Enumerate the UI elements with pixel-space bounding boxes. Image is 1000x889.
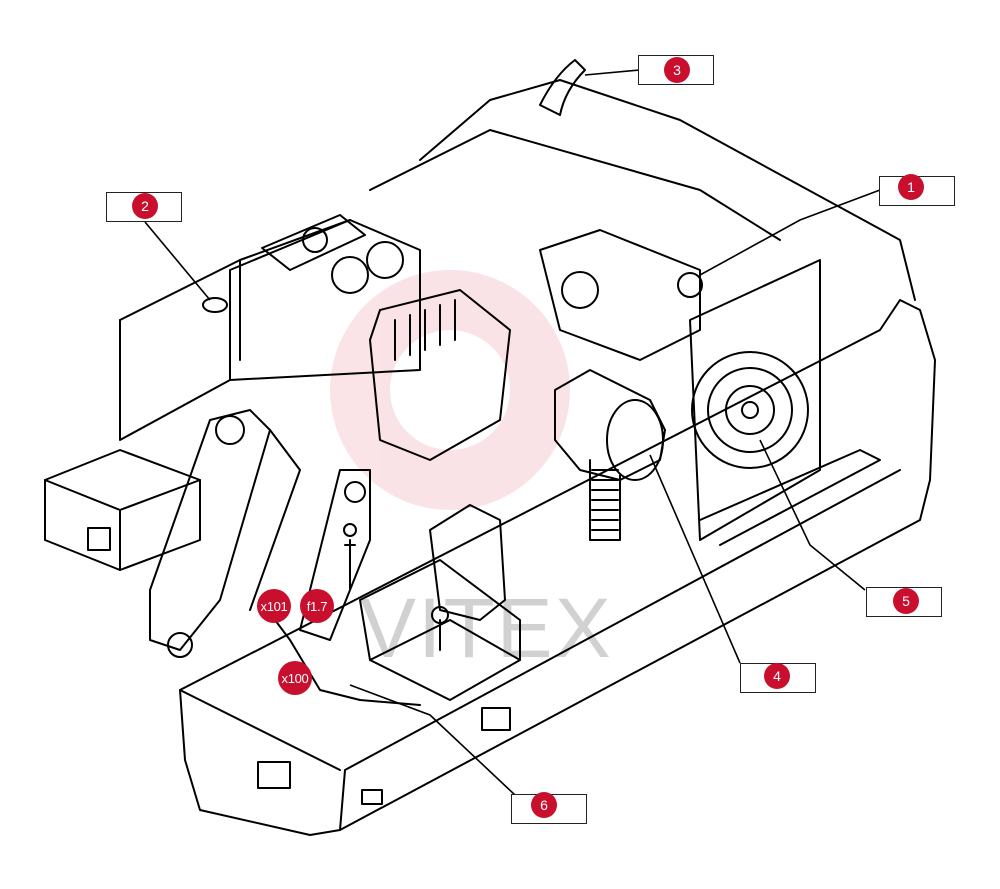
callout-badge-1[interactable]: 1 (898, 174, 924, 200)
leader-line-1 (699, 189, 881, 276)
marker-f1-7[interactable]: f1.7 (300, 589, 334, 623)
callout-badge-4[interactable]: 4 (764, 663, 790, 689)
leader-line-3 (584, 69, 641, 76)
callout-badge-2[interactable]: 2 (132, 193, 158, 219)
operator-seat (429, 504, 506, 621)
air-filter (554, 369, 666, 481)
engine-block (369, 289, 511, 461)
leader-line-2 (144, 221, 211, 301)
leader-line-5 (759, 439, 866, 591)
watermark-emblem (330, 270, 570, 510)
machine-housing (179, 299, 936, 836)
leader-line-4 (649, 454, 741, 664)
marker-x101[interactable]: x101 (257, 589, 291, 623)
fuel-tank (119, 219, 421, 441)
boom-arm (149, 409, 271, 651)
callout-badge-5[interactable]: 5 (893, 588, 919, 614)
radiator (689, 259, 821, 541)
leader-line-6 (349, 684, 516, 796)
exhaust-pipe (539, 59, 586, 116)
top-cover (419, 79, 916, 301)
callout-badge-6[interactable]: 6 (531, 792, 557, 818)
marker-x100[interactable]: x100 (278, 661, 312, 695)
callout-badge-3[interactable]: 3 (664, 57, 690, 83)
